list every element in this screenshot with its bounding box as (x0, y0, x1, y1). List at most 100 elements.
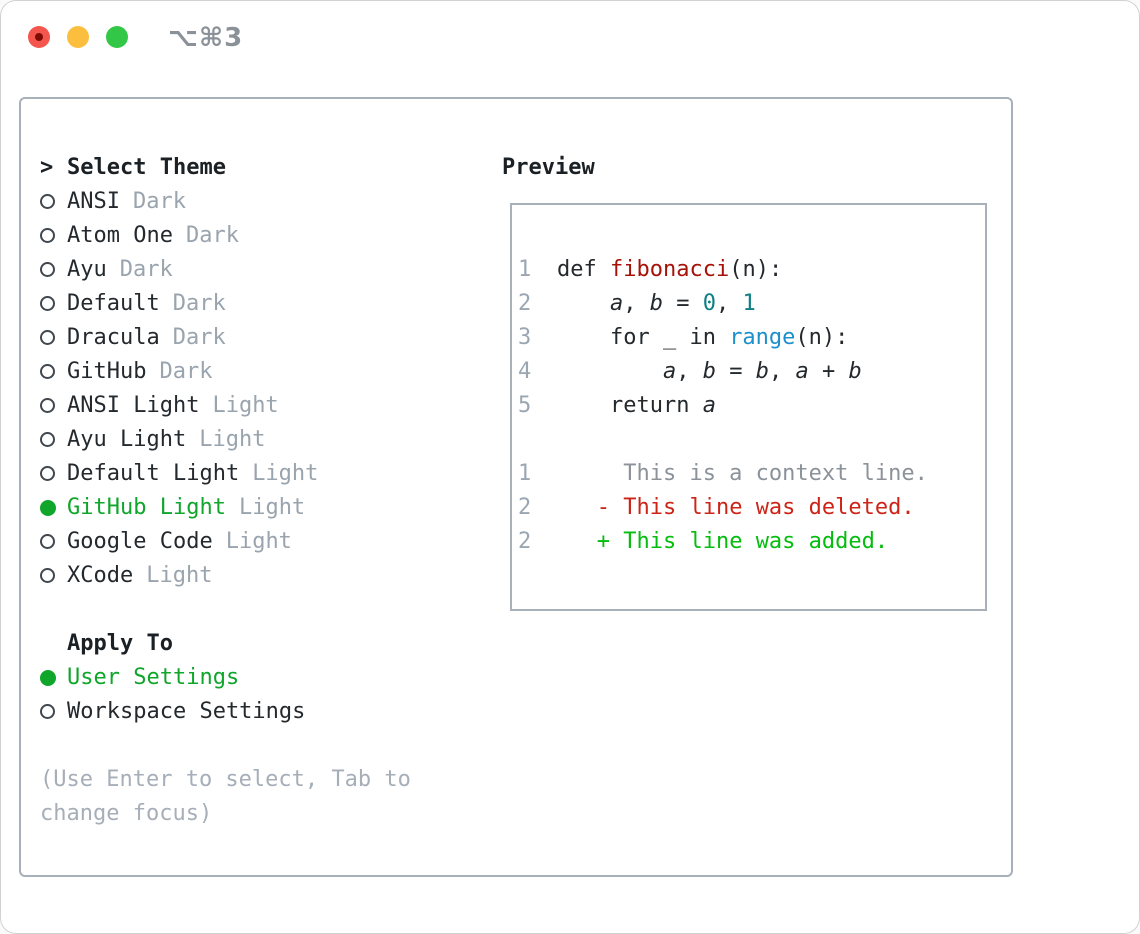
line-number: 2 (518, 495, 532, 520)
radio-icon (40, 321, 67, 356)
theme-name: GitHub (67, 359, 147, 384)
theme-option[interactable]: Ayu Dark (40, 253, 411, 287)
code-token: b (702, 359, 716, 384)
radio-circle (40, 432, 55, 447)
code-token: , (715, 291, 743, 316)
theme-name: GitHub Light (67, 495, 226, 520)
code-token: def (557, 257, 610, 282)
radio-icon (40, 525, 67, 560)
titlebar: ⌥⌘3 (0, 0, 1140, 75)
code-token (557, 359, 663, 384)
radio-icon (40, 253, 67, 288)
code-token: return (557, 393, 703, 418)
theme-option[interactable]: Ayu Light Light (40, 423, 411, 457)
radio-circle (40, 296, 55, 311)
code-token: + This line was added. (596, 529, 889, 554)
theme-variant-label: Dark (159, 359, 213, 384)
theme-option[interactable]: GitHub Dark (40, 355, 411, 389)
close-button[interactable] (28, 26, 50, 48)
theme-name: Atom One (67, 223, 173, 248)
apply-option[interactable]: User Settings (40, 661, 411, 695)
code-line: 4 a, b = b, a + b (518, 355, 985, 389)
radio-circle (40, 398, 55, 413)
code-line: 2 - This line was deleted. (518, 491, 985, 525)
theme-option[interactable]: GitHub Light Light (40, 491, 411, 525)
theme-variant-label: Dark (172, 325, 226, 350)
theme-variant-label: Dark (172, 291, 226, 316)
code-token: a (662, 359, 677, 384)
code-token: , (768, 359, 796, 384)
theme-name: XCode (67, 563, 134, 588)
radio-icon (40, 457, 67, 492)
code-token: a (795, 359, 809, 384)
code-token: , (676, 359, 703, 384)
radio-circle (40, 466, 55, 481)
theme-variant-label: Dark (119, 257, 173, 282)
code-token: , (623, 291, 650, 316)
line-number: 3 (518, 325, 532, 350)
spacer (40, 729, 411, 763)
theme-option[interactable]: Default Light Light (40, 457, 411, 491)
theme-option[interactable]: XCode Light (40, 559, 411, 593)
radio-circle (40, 670, 56, 686)
radio-circle (40, 364, 55, 379)
code-token: - This line was deleted. (596, 495, 915, 520)
apply-option-label: User Settings (67, 665, 240, 690)
spacer (40, 593, 411, 627)
code-token: = (662, 291, 703, 316)
radio-icon (40, 389, 67, 424)
theme-variant-label: Light (199, 427, 266, 452)
code-line: 3 for _ in range(n): (518, 321, 985, 355)
radio-circle (40, 704, 55, 719)
theme-name: Ayu (67, 257, 107, 282)
radio-circle (40, 500, 56, 516)
theme-variant-label: Light (146, 563, 213, 588)
zoom-button[interactable] (106, 26, 128, 48)
code-token: 1 (742, 291, 756, 316)
radio-circle (40, 228, 55, 243)
select-theme-header: >Select Theme (40, 151, 411, 185)
line-number: 2 (518, 291, 532, 316)
theme-option[interactable]: Atom One Dark (40, 219, 411, 253)
radio-selected-icon (40, 491, 67, 527)
code-token: b (649, 291, 663, 316)
code-token: 0 (702, 291, 716, 316)
theme-variant-label: Dark (185, 223, 239, 248)
apply-option[interactable]: Workspace Settings (40, 695, 411, 729)
theme-variant-label: Light (225, 529, 292, 554)
unsaved-indicator-dot (35, 33, 43, 41)
focus-caret-icon: > (40, 155, 54, 180)
code-token: a (609, 291, 624, 316)
radio-circle (40, 330, 55, 345)
theme-name: Ayu Light (67, 427, 187, 452)
theme-name: Default Light (67, 461, 240, 486)
code-token (557, 529, 597, 554)
help-text-line-1: (Use Enter to select, Tab to (40, 767, 411, 792)
code-token: range (729, 325, 796, 350)
code-token: a (702, 393, 716, 418)
theme-variant-label: Light (252, 461, 319, 486)
theme-variant-label: Light (238, 495, 306, 520)
code-token: fibonacci (609, 257, 730, 282)
code-line: 5 return a (518, 389, 985, 423)
code-token: b (755, 359, 769, 384)
radio-icon (40, 287, 67, 322)
apply-to-header: Apply To (67, 631, 173, 656)
minimize-button[interactable] (67, 26, 89, 48)
radio-circle (40, 194, 55, 209)
code-token: (n): (729, 257, 783, 282)
window-title: ⌥⌘3 (168, 23, 244, 53)
theme-name: ANSI (67, 189, 120, 214)
line-number: 4 (518, 359, 532, 384)
code-token: for _ in (557, 325, 730, 350)
